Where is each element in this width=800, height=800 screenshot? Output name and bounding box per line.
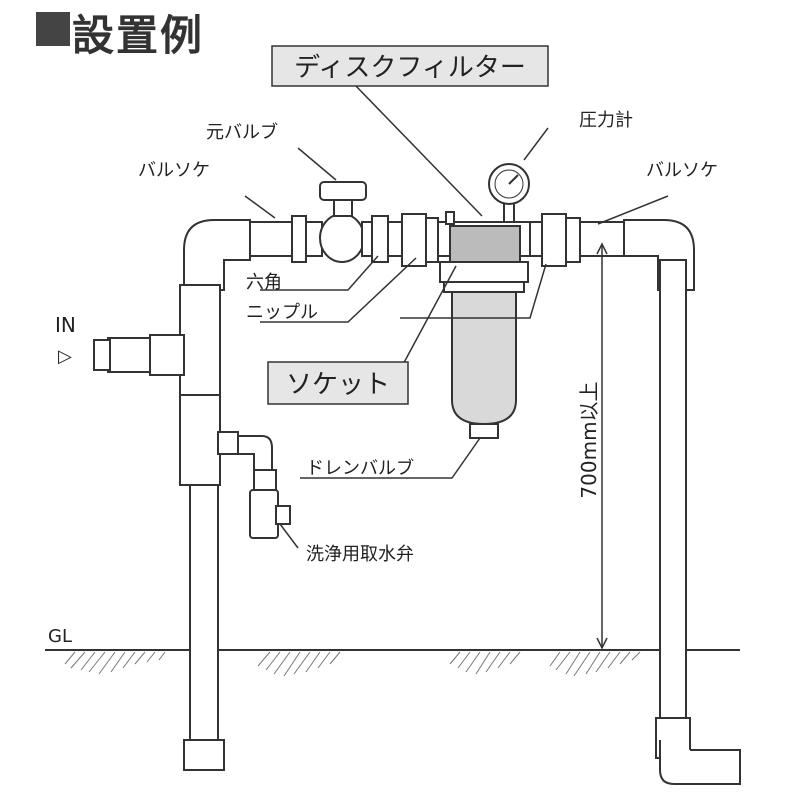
wash-faucet-label: 洗浄用取水弁: [306, 544, 414, 565]
wash-faucet: [217, 431, 291, 539]
valve-socket-left-label: バルソケ: [138, 160, 210, 181]
drain-valve-label: ドレンバルブ: [306, 457, 414, 479]
hex-nipple-label-line1: 六角: [246, 272, 282, 293]
socket-label: ソケット: [286, 370, 390, 400]
title-square-icon: [36, 12, 70, 46]
main-horizontal-pipe: [249, 181, 439, 267]
left-riser-pipe: [179, 219, 251, 771]
pressure-gauge: [488, 163, 530, 223]
hex-nipple-label-line2: ニップル: [246, 302, 318, 323]
disc-filter-label-box: [271, 45, 549, 87]
inlet-label: IN: [55, 313, 76, 337]
ground-level-label: GL: [48, 626, 72, 647]
height-note: 700mm以上: [577, 381, 601, 498]
inlet-pipe: [93, 334, 185, 376]
pressure-gauge-label: 圧力計: [579, 110, 633, 131]
right-fittings: [529, 213, 741, 785]
page-title: 設置例: [72, 11, 205, 60]
valve-socket-right-label: バルソケ: [646, 160, 718, 181]
height-dimension: [596, 242, 608, 650]
disc-filter-label: ディスクフィルター: [294, 53, 526, 83]
inlet-arrow-icon: ▷: [58, 346, 72, 367]
ground: [45, 649, 740, 677]
disc-filter: [437, 211, 531, 439]
main-valve-label: 元バルブ: [206, 121, 278, 143]
socket-label-box: [267, 361, 409, 405]
